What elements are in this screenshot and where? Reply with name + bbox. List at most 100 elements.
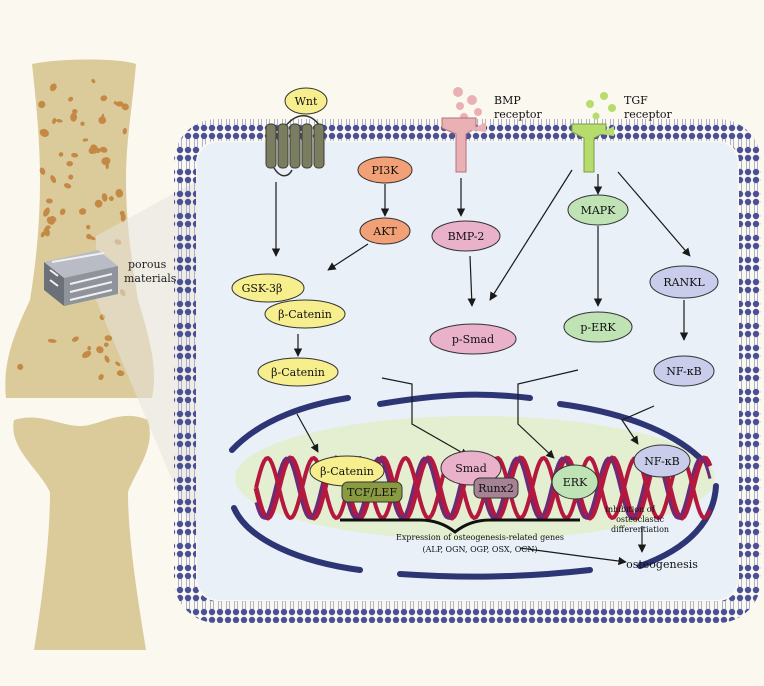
bone-pore [86,224,91,230]
bmp-receptor [441,87,486,173]
bone-pores [17,78,129,381]
bone-pore [70,112,78,122]
wnt-receptor [265,115,325,177]
porous-materials-label-2: materials [124,272,177,285]
bone-pore [71,336,79,342]
bone-pore [96,346,104,354]
osteogenesis-label: osteogenesis [626,558,698,571]
psmad-node [429,323,517,355]
bcatenin-complex-node [264,299,346,329]
bone-pore [89,144,99,154]
mapk-node [567,194,629,226]
nfkb-node [653,355,715,387]
bmp2-node [431,220,501,252]
bone-pore [39,167,46,175]
expression-brace [340,518,580,534]
bone-pore [101,157,111,166]
bone-pore [115,189,124,198]
bone-pore [116,370,125,377]
bone-pore [71,152,79,158]
bone-pore [82,138,89,142]
bone-pore [86,233,92,240]
perk-label: p-ERK [580,321,616,334]
smad-label: Smad [455,462,487,475]
gsk3b-node [231,273,305,303]
porous-materials-label: porous [128,258,167,271]
arrow-akt-gsk [327,243,369,271]
arrow-to-osteogenesis [519,547,627,566]
inhibition-label: inhibition of [605,505,655,514]
bone-pore [100,95,108,102]
bmp2-label: BMP-2 [448,230,485,243]
bone-pore [104,335,113,342]
nuclear-envelope [229,391,719,580]
pi3k-node [357,156,413,184]
bone-pore [17,363,24,370]
runx2-node [473,477,519,499]
bone-pore [87,345,92,351]
smad-node [440,450,502,486]
bone-pore [50,215,57,222]
pi3k-label: PI3K [372,164,400,177]
erk-node [551,464,599,500]
bcatenin-complex-label: β-Catenin [278,308,332,321]
bmp-receptor-label-2: receptor [494,108,543,121]
bone-pore [58,152,64,157]
arrow-psmad-nucleus [381,377,469,457]
bone-pore [39,128,49,137]
psmad-label: p-Smad [452,333,494,346]
bone-pore [122,127,127,135]
nuc-nfkb-label: NF-κB [644,455,679,468]
perk-node [563,311,633,343]
bone-pore [45,225,51,230]
bone-pore [94,199,103,208]
arrow-bcat-nucleus [296,413,319,453]
tcf-lef-label: TCF/LEF [347,486,397,499]
gsk3b-label: GSK-3β [242,282,283,295]
bone-pore [46,198,53,204]
bone-pore [120,212,126,223]
tcf-lef-node [341,481,403,503]
inhibition-label-3: differentiation [611,525,669,534]
arrow-perk-nucleus [517,369,579,459]
bone-pore [98,374,104,381]
nuc-bcatenin-label: β-Catenin [320,465,374,478]
arrow-tgf-psmad [489,169,573,301]
arrow-bmp2-psmad [467,255,476,307]
tgf-receptor [571,92,616,173]
bone-pore [104,355,110,363]
bone-pore [68,174,74,180]
expression-genes-label: (ALP, OGN, OGP, OSX, OCN) [423,545,538,554]
bone-pore [101,193,108,202]
rankl-label: RANKL [663,276,705,289]
bone-pore [68,96,74,102]
bone-epiphysis [13,415,150,650]
rankl-node [649,265,719,299]
bone-illustration [5,59,155,650]
inhibition-label-2: osteoclastic [616,515,664,524]
nuc-nfkb-node [633,444,691,478]
expression-label: Expression of osteogenesis-related genes [396,533,564,542]
bone-pore [59,208,66,216]
bone-pore [103,342,109,347]
bone-pore [79,208,87,215]
bone-pore [43,227,50,237]
bone-pore [98,116,107,125]
mapk-label: MAPK [581,204,617,217]
bone-pore [116,101,124,107]
bone-pore [40,231,46,238]
arrow-nfkb-nucleus [621,405,655,445]
bone-pore [49,83,57,92]
runx2-label: Runx2 [478,482,514,495]
bcatenin-node [257,357,339,387]
bone-pore [99,146,108,153]
tgf-receptor-label: TGF [624,94,648,107]
bone-pore [66,160,73,167]
bone-pore [91,78,96,84]
erk-label: ERK [563,476,588,489]
wnt-node [284,87,328,115]
bone-pore [50,175,57,184]
bone-pore [113,101,118,105]
